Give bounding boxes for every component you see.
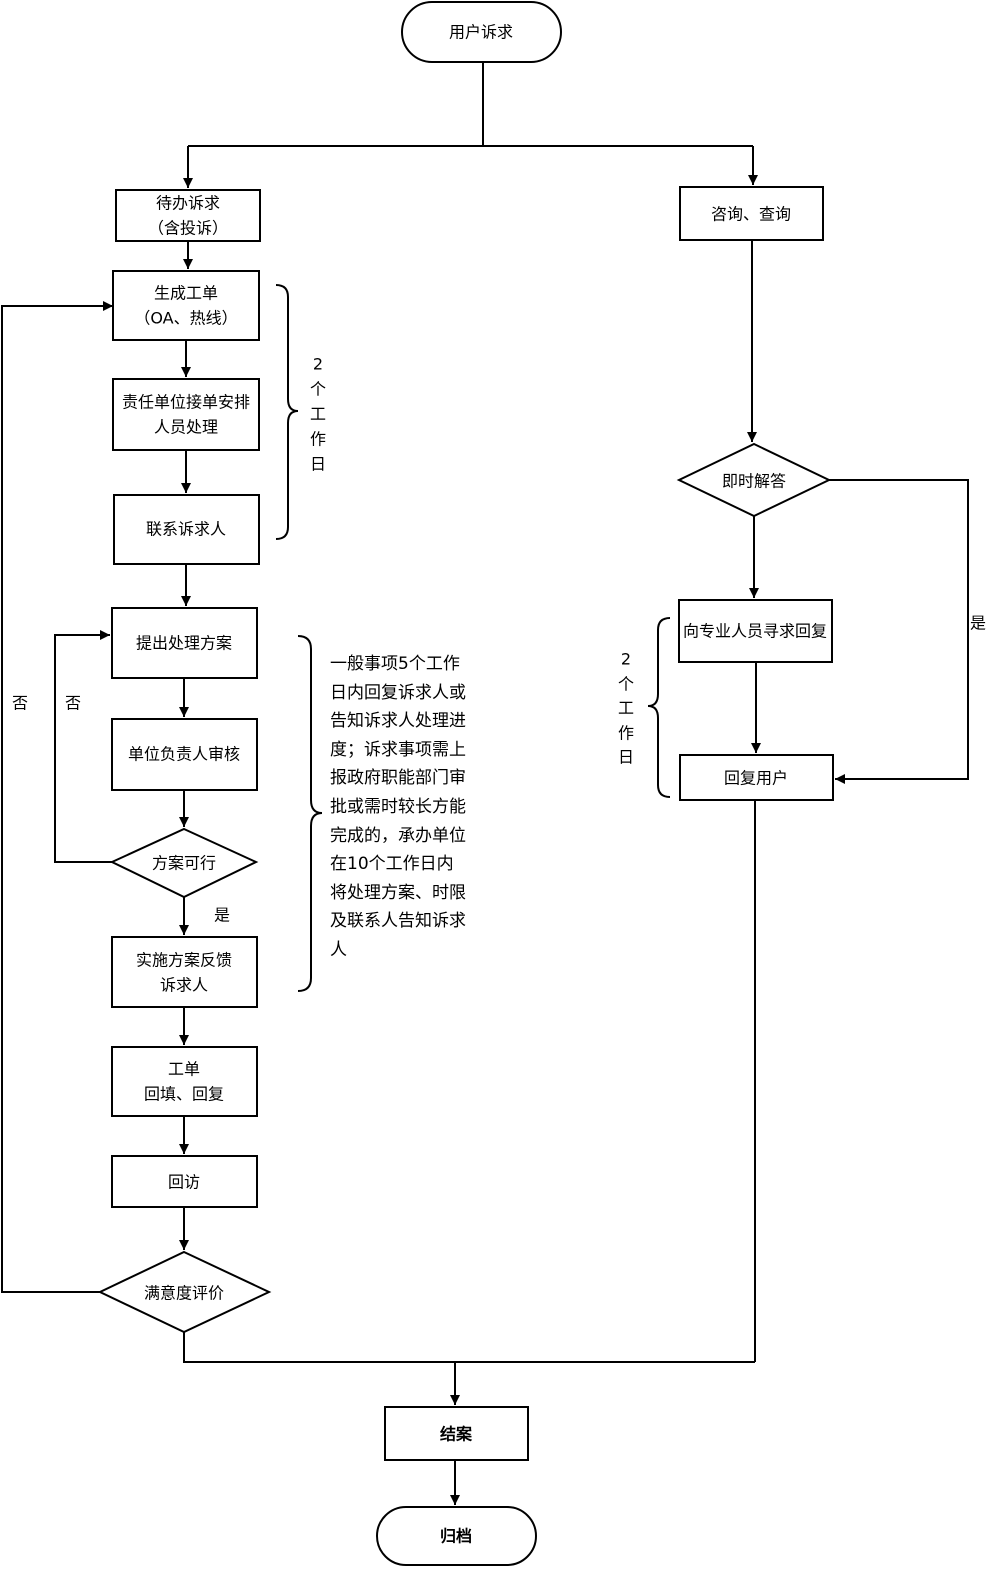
- brace-left-note: [297, 635, 323, 992]
- svg-text:作: 作: [618, 724, 634, 743]
- node-label: 用户诉求: [449, 23, 513, 42]
- two-workdays-label-left: 2 个 工 作 日: [310, 355, 326, 474]
- svg-text:个: 个: [310, 380, 326, 399]
- svg-text:提出处理方案: 提出处理方案: [136, 634, 232, 653]
- node-ticket-fill: 工单 回填、回复: [111, 1046, 258, 1117]
- svg-text:即时解答: 即时解答: [722, 472, 786, 491]
- svg-text:生成工单: 生成工单: [154, 284, 218, 303]
- svg-text:日: 日: [310, 455, 326, 474]
- node-implement: 实施方案反馈 诉求人: [111, 936, 258, 1008]
- node-generate-ticket: 生成工单 （OA、热线）: [112, 270, 260, 341]
- node-expert: 向专业人员寻求回复: [678, 599, 833, 663]
- node-contact: 联系诉求人: [113, 494, 260, 565]
- svg-text:归档: 归档: [440, 1527, 472, 1546]
- svg-text:实施方案反馈: 实施方案反馈: [136, 951, 232, 970]
- svg-text:方案可行: 方案可行: [152, 854, 216, 873]
- label-yes-instant: 是: [970, 614, 986, 633]
- svg-text:结案: 结案: [439, 1425, 473, 1444]
- svg-text:人员处理: 人员处理: [154, 418, 218, 437]
- svg-text:日: 日: [618, 748, 634, 767]
- brace-left-top: [275, 284, 299, 540]
- svg-text:回访: 回访: [168, 1173, 200, 1192]
- svg-text:2: 2: [621, 650, 631, 669]
- svg-text:回填、回复: 回填、回复: [144, 1085, 224, 1104]
- svg-text:咨询、查询: 咨询、查询: [711, 205, 791, 224]
- loop-satisfaction-no: [1, 301, 113, 1293]
- svg-text:工单: 工单: [168, 1060, 200, 1079]
- node-revisit: 回访: [111, 1155, 258, 1208]
- node-satisfaction: 满意度评价: [97, 1250, 272, 1334]
- svg-text:工: 工: [310, 405, 326, 424]
- two-workdays-label-right: 2 个 工 作 日: [618, 650, 634, 767]
- loop-instant-yes: [829, 479, 969, 784]
- label-yes-feasible: 是: [214, 906, 230, 925]
- braces: [275, 284, 671, 992]
- svg-text:工: 工: [618, 699, 634, 718]
- node-pending: 待办诉求 （含投诉）: [115, 189, 261, 242]
- svg-text:待办诉求: 待办诉求: [156, 194, 220, 213]
- svg-text:诉求人: 诉求人: [160, 976, 208, 995]
- svg-text:个: 个: [618, 675, 634, 694]
- label-no-inner: 否: [65, 694, 81, 713]
- label-no-outer: 否: [12, 694, 28, 713]
- node-assign: 责任单位接单安排 人员处理: [112, 378, 260, 451]
- svg-text:回复用户: 回复用户: [724, 769, 788, 788]
- loop-feasible-no: [54, 630, 112, 863]
- line-satisfaction-merge: [183, 1332, 755, 1363]
- svg-text:满意度评价: 满意度评价: [144, 1284, 224, 1303]
- svg-text:向专业人员寻求回复: 向专业人员寻求回复: [683, 622, 827, 641]
- svg-text:联系诉求人: 联系诉求人: [146, 520, 226, 539]
- node-propose: 提出处理方案: [111, 607, 258, 679]
- node-feasible: 方案可行: [109, 827, 259, 899]
- node-consult: 咨询、查询: [679, 186, 824, 241]
- svg-text:单位负责人审核: 单位负责人审核: [128, 745, 240, 764]
- node-archive: 归档: [376, 1506, 537, 1566]
- node-close-case: 结案: [384, 1406, 529, 1461]
- node-user-request: 用户诉求: [401, 1, 562, 63]
- connectors: [1, 62, 969, 1505]
- svg-text:（含投诉）: （含投诉）: [148, 219, 228, 238]
- node-instant-answer: 即时解答: [676, 442, 832, 518]
- brace-right: [647, 617, 671, 798]
- svg-text:2: 2: [313, 355, 323, 374]
- svg-text:责任单位接单安排: 责任单位接单安排: [122, 393, 250, 412]
- node-reply-user: 回复用户: [679, 754, 834, 801]
- node-review: 单位负责人审核: [111, 718, 258, 791]
- svg-text:（OA、热线）: （OA、热线）: [134, 309, 237, 328]
- deadline-note: 一般事项5个工作日内回复诉求人或告知诉求人处理进度；诉求事项需上报政府职能部门审…: [330, 654, 466, 960]
- svg-text:作: 作: [310, 430, 326, 449]
